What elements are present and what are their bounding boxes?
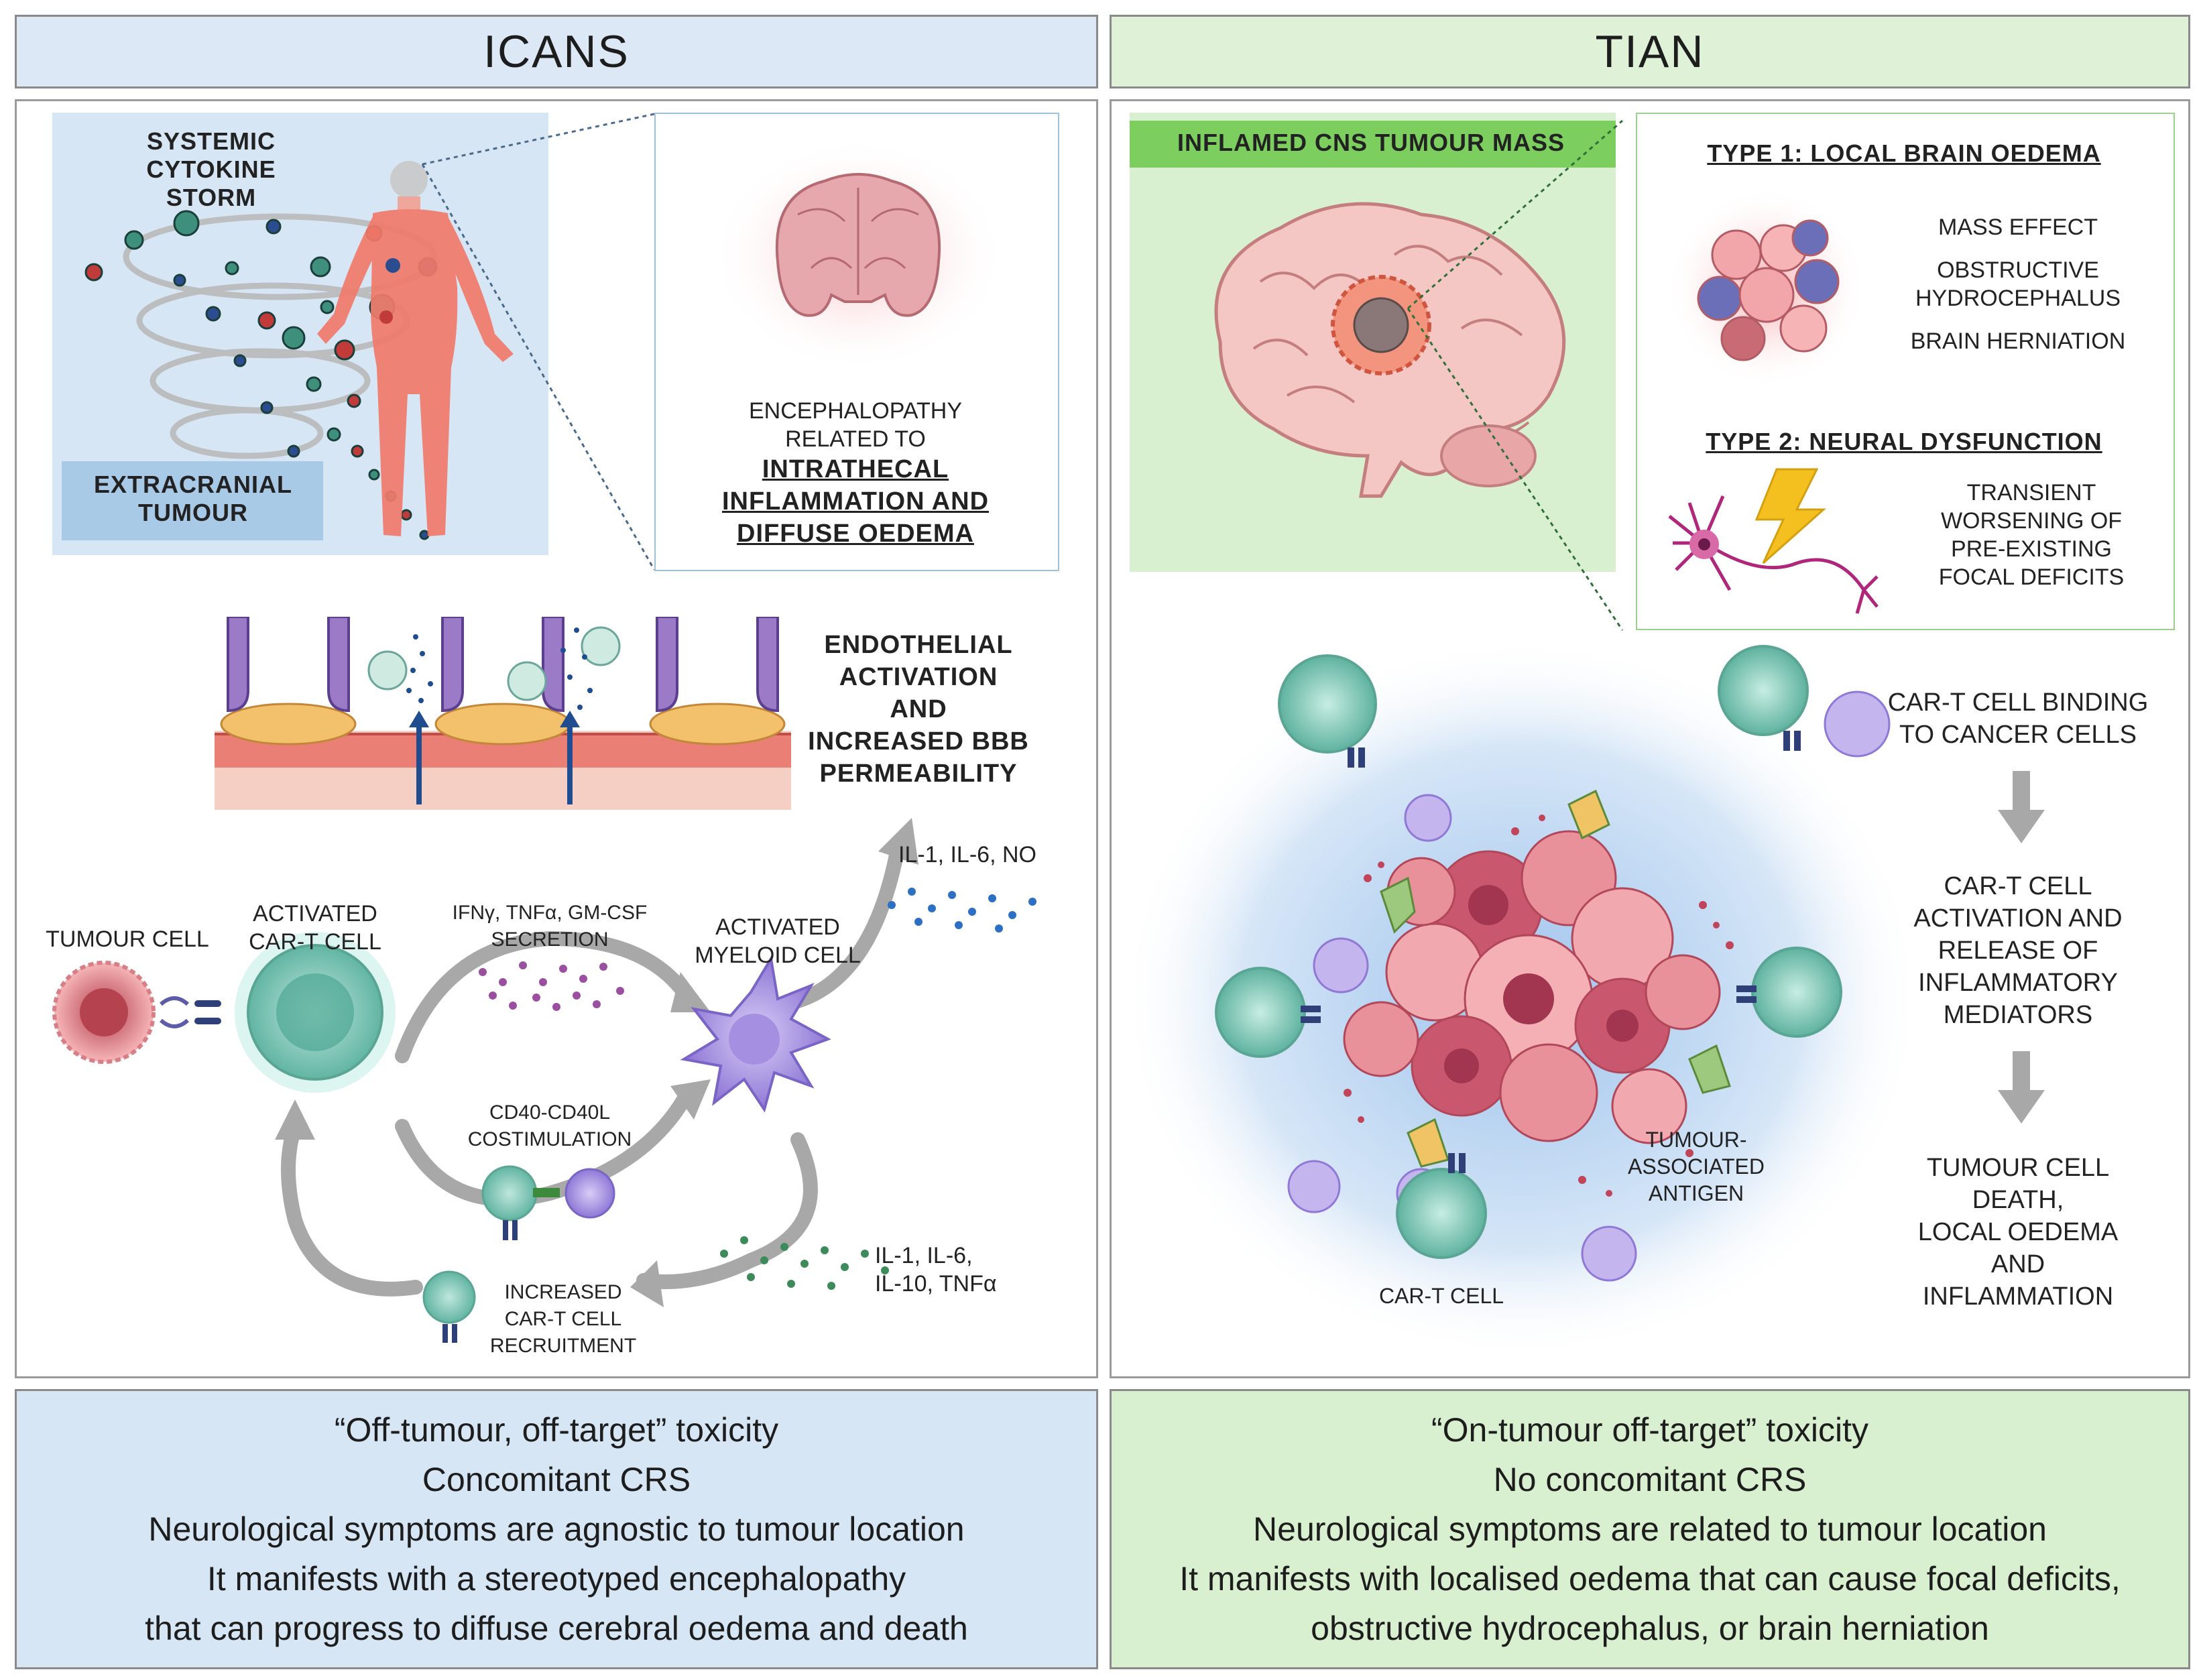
tian-footer-line-4: It manifests with localised oedema that …	[1179, 1560, 2121, 1598]
icans-footer-line-3: Neurological symptoms are agnostic to tu…	[148, 1510, 965, 1548]
myeloid-label: ACTIVATED MYELOID CELL	[695, 914, 861, 968]
zoom-lines-left	[421, 113, 656, 571]
il-top-label: IL-1, IL-6, NO	[898, 842, 1036, 867]
activated-cart-label: ACTIVATED CAR-T CELL	[249, 901, 381, 955]
encephalopathy-text: ENCEPHALOPATHY RELATED TO INTRATHECAL IN…	[721, 398, 990, 548]
systemic-label-1: SYSTEMIC CYTOKINE STORM	[101, 127, 322, 212]
endothelial-activation-label: ENDOTHELIAL ACTIVATION AND INCREASED BBB…	[808, 631, 1029, 788]
binding-step: CAR-T CELL BINDING TO CANCER CELLS	[1887, 688, 2149, 749]
type1-effects: MASS EFFECT OBSTRUCTIVE HYDROCEPHALUS BR…	[1910, 215, 2126, 354]
tian-footer-line-3: Neurological symptoms are related to tum…	[1253, 1510, 2047, 1548]
icans-title: ICANS	[483, 26, 630, 77]
inflamed-mass-banner	[1130, 121, 1616, 168]
type1-title: TYPE 1: LOCAL BRAIN OEDEMA	[1707, 139, 2101, 167]
flow-arrow-1	[1998, 771, 2045, 843]
type2-title: TYPE 2: NEURAL DYSFUNCTION	[1706, 428, 2102, 455]
death-step: TUMOUR CELL DEATH, LOCAL OEDEMA AND INFL…	[1917, 1154, 2119, 1311]
antigen-label: TUMOUR- ASSOCIATED ANTIGEN	[1628, 1128, 1765, 1205]
extracranial-tumour-box	[62, 461, 323, 540]
extracranial-tumour-label: EXTRACRANIAL TUMOUR	[94, 471, 292, 526]
secretion-label: IFNγ, TNFα, GM-CSF SECRETION	[452, 902, 648, 951]
icans-footer: “Off-tumour, off-target” toxicity Concom…	[15, 1389, 1098, 1669]
local-oedema-illustration	[1666, 188, 1867, 389]
icans-footer-line-1: “Off-tumour, off-target” toxicity	[334, 1411, 779, 1449]
icans-header: ICANS	[15, 15, 1098, 88]
zoom-lines-right	[1407, 119, 1624, 631]
flow-arrow-2	[1998, 1051, 2045, 1124]
tumour-microenvironment-illustration	[1120, 637, 1924, 1361]
icans-footer-line-5: that can progress to diffuse cerebral oe…	[145, 1610, 968, 1647]
icans-footer-line-4: It manifests with a stereotyped encephal…	[206, 1560, 906, 1598]
tian-footer-line-1: “On-tumour off-target” toxicity	[1431, 1411, 1869, 1449]
type2-effects: TRANSIENT WORSENING OF PRE-EXISTING FOCA…	[1938, 480, 2125, 590]
tian-header: TIAN	[1110, 15, 2190, 88]
endothelial-barrier-illustration	[215, 617, 791, 810]
cytokine-storm-illustration	[84, 161, 514, 540]
cart-cell-label: CAR-T CELL	[1378, 1284, 1504, 1308]
cytokine-loop-illustration	[52, 818, 1036, 1343]
tian-footer-line-5: obstructive hydrocephalus, or brain hern…	[1311, 1610, 1989, 1647]
systemic-cytokine-storm: SYSTEMIC CYTOKINE STORM	[146, 127, 276, 211]
tian-title: TIAN	[1595, 26, 1705, 77]
recruitment-label: INCREASED CAR-T CELL RECRUITMENT	[489, 1281, 637, 1357]
inflamed-mass-label: INFLAMED CNS TUMOUR MASS	[1177, 129, 1565, 156]
brain-coronal-illustration	[711, 137, 1006, 372]
il-bottom-label: IL-1, IL-6, IL-10, TNFα	[875, 1243, 997, 1297]
tumour-cell-label: TUMOUR CELL	[46, 926, 209, 952]
brain-tumour-illustration	[1214, 202, 1566, 498]
cd40-label: CD40-CD40L COSTIMULATION	[467, 1101, 632, 1150]
neuron-illustration	[1668, 468, 1879, 614]
icans-footer-line-2: Concomitant CRS	[422, 1461, 691, 1498]
tian-footer: “On-tumour off-target” toxicity No conco…	[1110, 1389, 2190, 1669]
activation-step: CAR-T CELL ACTIVATION AND RELEASE OF INF…	[1913, 872, 2123, 1029]
tian-footer-line-2: No concomitant CRS	[1493, 1461, 1807, 1498]
